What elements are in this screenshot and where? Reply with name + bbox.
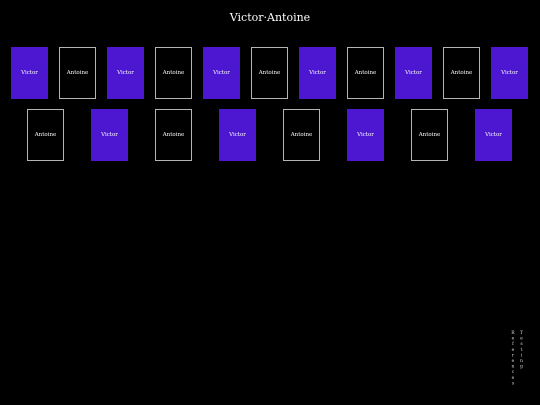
- card-antoine[interactable]: Antoine: [155, 47, 192, 99]
- card-victor[interactable]: Victor: [299, 47, 336, 99]
- card-antoine[interactable]: Antoine: [411, 109, 448, 161]
- card-victor[interactable]: Victor: [347, 109, 384, 161]
- card-antoine[interactable]: Antoine: [443, 47, 480, 99]
- card-antoine[interactable]: Antoine: [59, 47, 96, 99]
- card-antoine[interactable]: Antoine: [283, 109, 320, 161]
- card-row-2: Antoine Victor Antoine Victor Antoine Vi…: [0, 109, 540, 161]
- card-victor[interactable]: Victor: [491, 47, 528, 99]
- card-victor[interactable]: Victor: [219, 109, 256, 161]
- card-victor[interactable]: Victor: [475, 109, 512, 161]
- card-victor[interactable]: Victor: [203, 47, 240, 99]
- card-victor[interactable]: Victor: [107, 47, 144, 99]
- side-nav: References Testing: [510, 331, 525, 391]
- card-antoine[interactable]: Antoine: [251, 47, 288, 99]
- card-antoine[interactable]: Antoine: [27, 109, 64, 161]
- card-victor[interactable]: Victor: [11, 47, 48, 99]
- card-row-1: Victor Antoine Victor Antoine Victor Ant…: [0, 47, 540, 99]
- references-link[interactable]: References: [510, 331, 516, 387]
- page-title: Victor·Antoine: [229, 11, 311, 24]
- card-antoine[interactable]: Antoine: [155, 109, 192, 161]
- card-victor[interactable]: Victor: [91, 109, 128, 161]
- card-antoine[interactable]: Antoine: [347, 47, 384, 99]
- testing-link[interactable]: Testing: [519, 331, 524, 371]
- card-victor[interactable]: Victor: [395, 47, 432, 99]
